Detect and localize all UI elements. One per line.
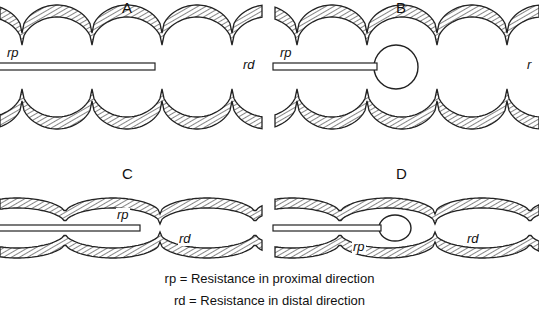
catheter: [273, 63, 377, 70]
panel-letter: A: [122, 0, 132, 17]
balloon: [374, 45, 418, 89]
intestine-wall: [275, 5, 539, 45]
resistance-label: rp: [116, 208, 130, 222]
intestine-wall: [0, 89, 262, 129]
gut-walls: [0, 5, 539, 258]
resistance-label: r: [526, 58, 532, 72]
resistance-label: rp: [6, 46, 20, 60]
catheter: [0, 63, 155, 70]
intestine-wall: [0, 232, 262, 258]
panel-letter: C: [122, 166, 133, 183]
balloon: [379, 215, 411, 241]
resistance-label: rd: [178, 232, 192, 246]
resistance-label: rp: [352, 240, 366, 254]
legend-note: rd = Resistance in distal direction: [174, 294, 365, 308]
intestine-wall: [0, 198, 262, 224]
panel-letter: B: [396, 0, 406, 17]
catheter: [0, 225, 140, 231]
resistance-label: rd: [466, 232, 480, 246]
resistance-label: rp: [279, 46, 293, 60]
legend-note: rp = Resistance in proximal direction: [165, 272, 375, 286]
catheters: [0, 45, 418, 241]
intestine-wall: [275, 89, 539, 129]
panel-letter: D: [396, 166, 407, 183]
resistance-label: rd: [242, 58, 256, 72]
catheter: [273, 225, 381, 231]
